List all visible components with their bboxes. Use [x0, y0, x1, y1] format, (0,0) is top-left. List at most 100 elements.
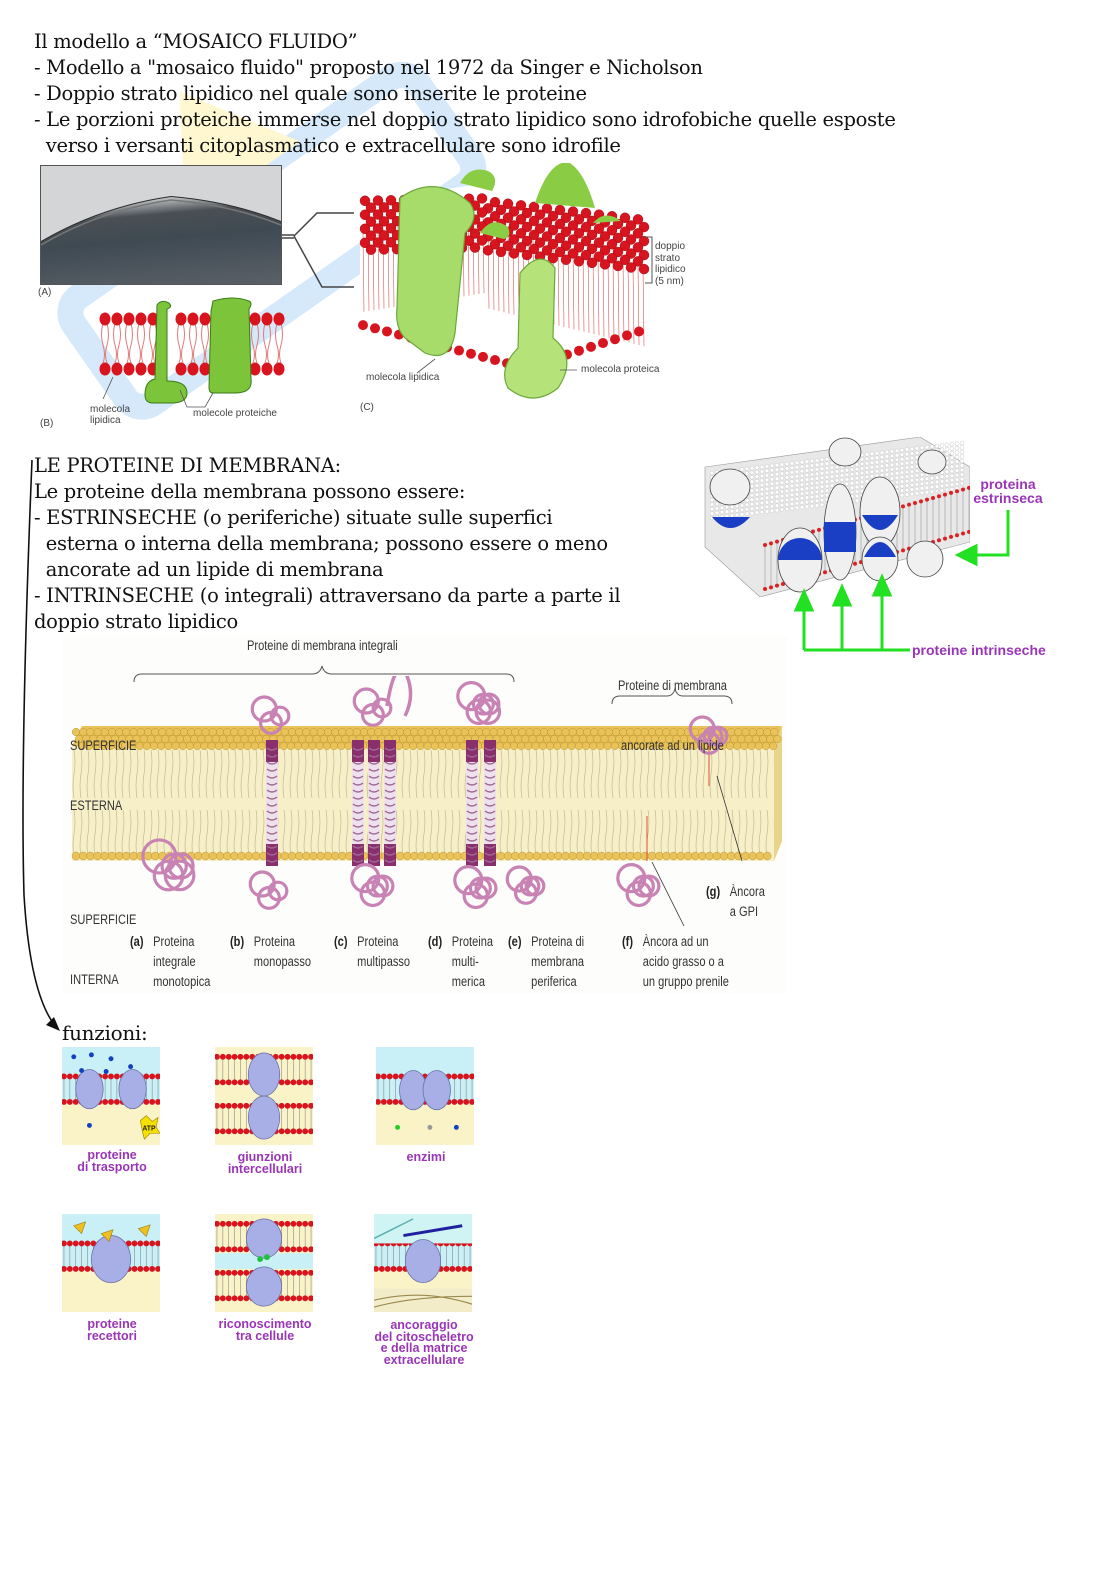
- lipid-head: [380, 1073, 387, 1080]
- lipid-head: [598, 338, 608, 349]
- lipid-head: [185, 741, 194, 750]
- lipid-head: [136, 728, 145, 737]
- lipid-head: [763, 543, 767, 547]
- lipid-head: [904, 447, 910, 452]
- lipid-head: [749, 470, 755, 475]
- lipid-head: [515, 242, 527, 253]
- lipid-head: [774, 476, 780, 481]
- lipid-head: [889, 449, 895, 454]
- outer-surface-label: SUPERFICIE ESTERNA: [70, 696, 136, 856]
- lipid-head: [929, 489, 935, 494]
- lipid-head: [919, 477, 925, 482]
- protein-multimeric-helix: [484, 817, 496, 821]
- lipid-head: [460, 728, 469, 737]
- lipid-head: [619, 254, 631, 266]
- lipid-head: [72, 1265, 79, 1272]
- lipid-head: [944, 451, 950, 456]
- lipid-head: [899, 479, 905, 484]
- lipid-head: [290, 735, 299, 744]
- lipid-head: [789, 461, 795, 466]
- extrinsic-protein: [709, 468, 751, 506]
- lipid-head: [804, 490, 810, 496]
- protein-multipass-helix: [384, 838, 396, 842]
- lipid-head: [502, 212, 514, 223]
- lipid-head: [904, 469, 910, 475]
- lipid-head: [308, 741, 317, 750]
- lipid-tail: [674, 749, 678, 857]
- lipid-head: [914, 473, 920, 478]
- lipid-head: [770, 728, 779, 737]
- lipid-head: [874, 460, 880, 465]
- hydrophobic-band: [778, 538, 822, 560]
- lipid-head: [490, 355, 500, 366]
- lipid-head: [754, 741, 763, 750]
- integral-group-label: Proteine di membrana integrali: [247, 638, 398, 653]
- lipid-head: [824, 484, 830, 489]
- lipid-head: [809, 494, 815, 500]
- solute-dot: [86, 1122, 92, 1128]
- micrograph-image: [40, 165, 282, 285]
- lipid-tail: [618, 749, 622, 857]
- lipid-head: [829, 469, 835, 475]
- protein-multipass-helix: [368, 789, 380, 793]
- lipid-head: [403, 851, 412, 861]
- protein-multipass-helix: [352, 824, 364, 828]
- lipid-head: [754, 465, 760, 470]
- lipid-head: [381, 728, 390, 737]
- lipid-tail: [569, 749, 573, 857]
- lipid-tail: [506, 749, 510, 857]
- protein-multimeric-domain: [456, 681, 487, 712]
- lipid-head: [424, 851, 433, 861]
- lipid-head: [456, 735, 465, 744]
- lipid-head: [824, 457, 830, 462]
- protein-monopass-domain: [248, 870, 276, 898]
- lipid-head: [804, 477, 810, 482]
- lipid-head: [914, 450, 920, 456]
- protein-multipass-domain: [365, 874, 389, 898]
- lipid-head: [453, 728, 462, 737]
- lipid-tail: [156, 749, 160, 857]
- lipid-head: [603, 741, 612, 750]
- lipid-head: [919, 445, 925, 450]
- lipid-head: [331, 728, 340, 737]
- lipid-head: [155, 1240, 160, 1247]
- lipid-head: [468, 728, 477, 737]
- lipid-head: [250, 741, 259, 750]
- lipid-head: [539, 851, 549, 861]
- lipid-tail: [317, 749, 321, 857]
- text-line: doppio strato lipidico: [34, 610, 238, 633]
- membrane-protein: [247, 1095, 281, 1140]
- lipid-head: [600, 735, 609, 744]
- bilayer-diagram-b: [99, 297, 285, 408]
- lipid-head: [593, 223, 605, 234]
- lipid-head: [439, 728, 448, 737]
- lipid-head: [607, 735, 616, 744]
- lipid-head: [606, 253, 618, 264]
- lipid-head: [396, 728, 405, 737]
- solute-dot: [103, 1069, 109, 1074]
- section-title-membrane-proteins: LE PROTEINE DI MEMBRANA:: [34, 454, 341, 477]
- lipid-head: [135, 741, 144, 750]
- lipid-head: [560, 741, 569, 750]
- lipid-head: [547, 728, 556, 737]
- lipid-head: [589, 741, 598, 750]
- lipid-head: [954, 454, 960, 460]
- lipid-head: [308, 1295, 313, 1302]
- lipid-head: [146, 735, 155, 744]
- lipid-head: [909, 482, 915, 488]
- lipid-tail: [198, 749, 202, 857]
- lipid-head: [879, 450, 885, 455]
- lipid-head: [959, 476, 965, 482]
- lipid-head: [567, 220, 579, 231]
- protein-multipass-helix: [352, 740, 364, 762]
- lipid-head: [779, 507, 785, 512]
- lipid-head: [296, 1079, 303, 1086]
- protein-peripheral: [593, 215, 621, 223]
- membrane-bilayer-drawing: [71, 676, 782, 926]
- lipid-tail: [101, 322, 109, 364]
- lipid-head: [278, 1246, 285, 1253]
- lipid-head: [553, 741, 562, 750]
